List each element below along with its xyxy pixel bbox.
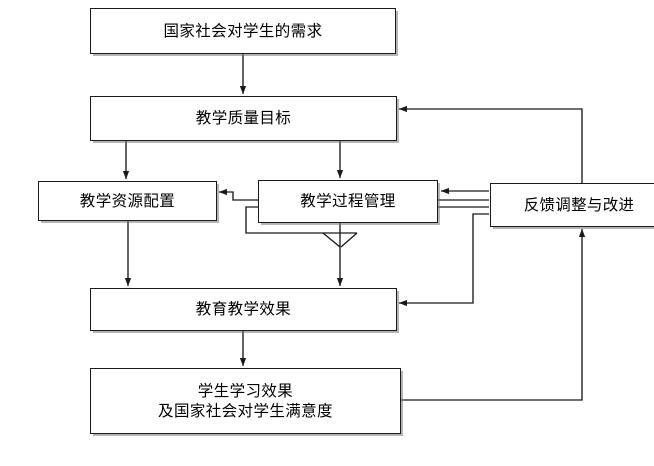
node-demand-label: 国家社会对学生的需求 <box>163 21 323 40</box>
node-resource-label: 教学资源配置 <box>79 191 176 210</box>
node-demand[interactable]: 国家社会对学生的需求 <box>90 8 396 54</box>
node-effect-label: 教育教学效果 <box>195 300 292 319</box>
node-satisfaction[interactable]: 学生学习效果 及国家社会对学生满意度 <box>90 368 401 434</box>
node-effect[interactable]: 教育教学效果 <box>90 288 397 331</box>
node-process-label: 教学过程管理 <box>300 192 396 211</box>
node-resource[interactable]: 教学资源配置 <box>38 181 217 221</box>
node-satisfaction-label: 学生学习效果 及国家社会对学生满意度 <box>158 381 333 420</box>
node-feedback-label: 反馈调整与改进 <box>523 195 635 214</box>
edge-process-merge-left <box>322 232 341 248</box>
edge-satisfy-to-feedback <box>401 228 586 401</box>
node-goal[interactable]: 教学质量目标 <box>90 96 397 141</box>
node-process[interactable]: 教学过程管理 <box>258 180 438 223</box>
node-feedback[interactable]: 反馈调整与改进 <box>490 183 654 227</box>
edge-process-merge-right <box>340 232 358 248</box>
edge-feedback-to-effect <box>398 213 489 307</box>
edge-feedback-to-goal <box>398 105 583 183</box>
node-goal-label: 教学质量目标 <box>195 109 292 128</box>
